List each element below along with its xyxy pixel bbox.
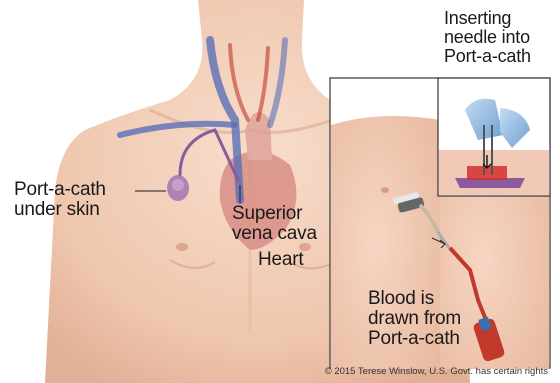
copyright-notice: © 2015 Terese Winslow, U.S. Govt. has ce… [325, 366, 548, 377]
port-a-cath [167, 175, 189, 201]
label-inserting-needle: Inserting needle into Port-a-cath [444, 9, 531, 66]
label-heart: Heart [258, 250, 303, 270]
needle-inset [438, 78, 550, 196]
label-port-a-cath: Port-a-cath under skin [14, 180, 106, 220]
label-blood-drawn: Blood is drawn from Port-a-cath [368, 289, 461, 349]
label-superior-vena-cava: Superior vena cava [232, 204, 317, 244]
